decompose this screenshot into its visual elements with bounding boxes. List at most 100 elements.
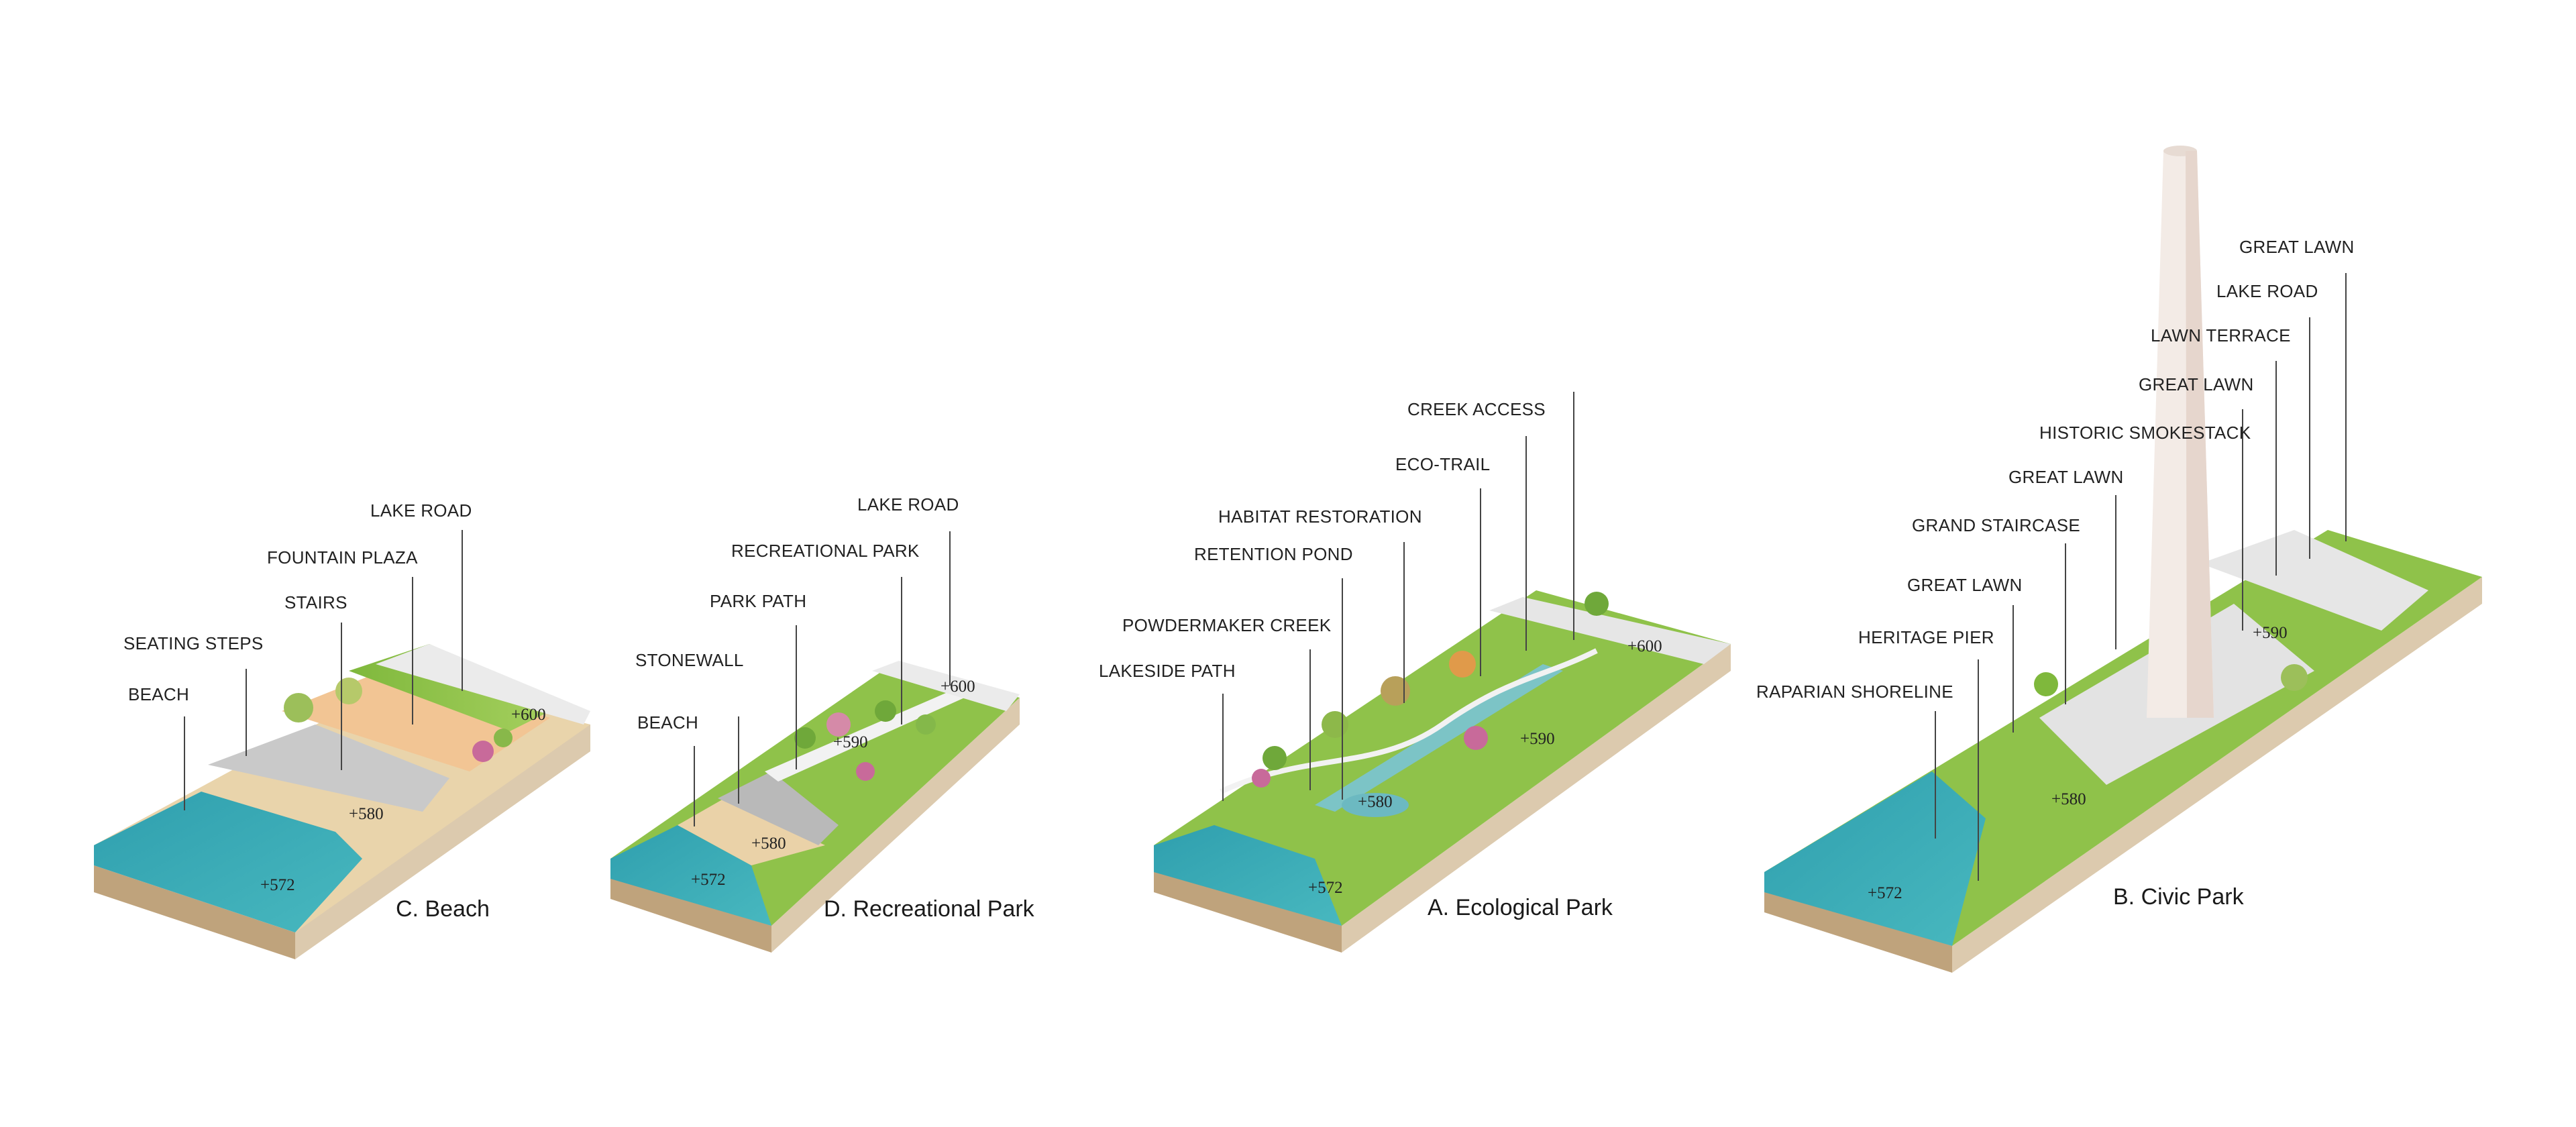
panel-beach xyxy=(94,644,590,959)
leader-line xyxy=(2309,317,2310,559)
leader-line xyxy=(341,623,342,770)
beach-water xyxy=(94,792,362,932)
tree xyxy=(1464,726,1488,750)
rec-stonewall xyxy=(718,771,839,845)
leader-line xyxy=(2275,361,2277,576)
elevation-label: +580 xyxy=(2051,790,2086,808)
leader-line xyxy=(184,716,185,810)
elevation-label: +580 xyxy=(1358,793,1393,811)
elevation-label: +572 xyxy=(1308,879,1343,897)
label-lake-road: LAKE ROAD xyxy=(2216,281,2318,301)
beach-road xyxy=(376,644,590,724)
label-great-lawn: GREAT LAWN xyxy=(1907,575,2023,595)
leader-line xyxy=(462,530,463,691)
label-eco-trail: ECO-TRAIL xyxy=(1395,454,1491,474)
panel-civic-park xyxy=(1764,146,2482,973)
panel-title: A. Ecological Park xyxy=(1428,895,1613,920)
elevation-label: +590 xyxy=(833,733,868,751)
tree xyxy=(472,741,494,762)
eco-retention-pond xyxy=(1342,793,1409,817)
elevation-label: +572 xyxy=(691,871,726,889)
label-powdermaker-creek: POWDERMAKER CREEK xyxy=(1122,615,1332,635)
eco-road xyxy=(1489,597,1731,664)
tree xyxy=(1449,651,1476,678)
label-heritage-pier: HERITAGE PIER xyxy=(1858,627,1994,647)
rec-side-earth xyxy=(771,698,1020,953)
leader-line xyxy=(2065,543,2066,704)
beach-seating-steps xyxy=(208,724,449,812)
leader-line xyxy=(694,746,695,826)
label-recreational-park: RECREATIONAL PARK xyxy=(731,541,920,561)
label-creek-access: CREEK ACCESS xyxy=(1407,399,1546,419)
leader-line xyxy=(1342,578,1343,800)
leader-line xyxy=(1309,649,1311,790)
label-lawn-terrace: LAWN TERRACE xyxy=(2151,325,2291,345)
leader-line xyxy=(1935,711,1936,839)
civic-road xyxy=(2200,530,2428,631)
rec-front-earth xyxy=(610,872,771,953)
leader-line xyxy=(1573,392,1574,640)
elevation-label: +600 xyxy=(941,678,975,696)
civic-smokestack-shade xyxy=(2186,151,2214,718)
leader-line xyxy=(246,669,247,756)
eco-side-earth xyxy=(1342,644,1731,953)
label-fountain-plaza: FOUNTAIN PLAZA xyxy=(267,547,418,568)
elevation-label: +590 xyxy=(1520,730,1555,748)
eco-creek xyxy=(1315,664,1563,812)
eco-water xyxy=(1154,825,1342,926)
panel-recreational-park xyxy=(610,661,1020,953)
rec-water xyxy=(610,825,771,926)
leader-line xyxy=(796,625,797,769)
eco-trail xyxy=(1220,648,1598,794)
label-raparian-shoreline: RAPARIAN SHORELINE xyxy=(1756,682,1953,702)
tree xyxy=(826,712,851,737)
rec-park-path xyxy=(765,684,979,782)
leader-line xyxy=(738,716,739,804)
civic-front-earth xyxy=(1764,885,1952,973)
leader-line xyxy=(1525,436,1527,651)
rec-beach-sand xyxy=(678,798,825,865)
tree xyxy=(494,729,513,747)
label-historic-smokestack: HISTORIC SMOKESTACK xyxy=(2039,423,2251,443)
label-habitat-restoration: HABITAT RESTORATION xyxy=(1218,506,1422,527)
label-stairs: STAIRS xyxy=(284,592,347,612)
tree xyxy=(2281,664,2308,691)
panel-title: B. Civic Park xyxy=(2113,884,2244,910)
elevation-label: +600 xyxy=(511,706,546,724)
tree xyxy=(1252,769,1271,788)
rec-road xyxy=(872,661,1020,711)
label-beach: BEACH xyxy=(128,684,190,704)
panel-title: D. Recreational Park xyxy=(824,896,1034,922)
elevation-label: +600 xyxy=(1627,637,1662,655)
label-stonewall: STONEWALL xyxy=(635,650,744,670)
elevation-label: +580 xyxy=(751,835,786,853)
tree xyxy=(875,700,896,722)
panel-title: C. Beach xyxy=(396,896,490,922)
label-park-path: PARK PATH xyxy=(710,591,807,611)
tree xyxy=(916,714,936,735)
tree xyxy=(856,762,875,781)
eco-ground xyxy=(1154,590,1731,926)
beach-front-earth xyxy=(94,865,295,959)
leader-line xyxy=(1222,694,1224,801)
elevation-label: +572 xyxy=(260,876,295,894)
elevation-label: +580 xyxy=(349,805,384,823)
label-retention-pond: RETENTION POND xyxy=(1194,544,1353,564)
leader-line xyxy=(901,577,902,724)
leader-line xyxy=(1978,659,1979,881)
tree xyxy=(794,727,816,749)
leader-line xyxy=(412,577,413,724)
tree xyxy=(1263,746,1287,770)
label-great-lawn: GREAT LAWN xyxy=(2239,237,2355,257)
label-great-lawn: GREAT LAWN xyxy=(2008,467,2124,487)
leader-line xyxy=(2012,605,2014,733)
leader-line xyxy=(2115,495,2116,649)
tree xyxy=(2034,672,2058,696)
tree xyxy=(1381,676,1410,706)
tree xyxy=(1585,592,1609,616)
leader-line xyxy=(1403,542,1405,703)
civic-water xyxy=(1764,771,1986,946)
leader-line xyxy=(2345,273,2347,541)
leader-line xyxy=(1480,488,1481,676)
